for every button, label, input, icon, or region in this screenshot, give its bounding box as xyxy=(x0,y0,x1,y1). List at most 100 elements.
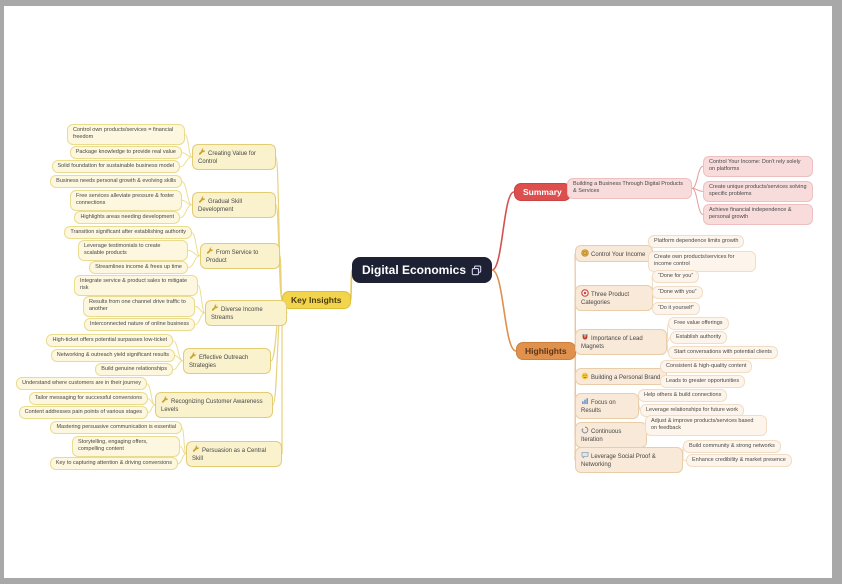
insight-leaf-node[interactable]: Leverage testimonials to create scalable… xyxy=(78,240,188,261)
insight-leaf-node[interactable]: Results from one channel drive traffic t… xyxy=(83,296,195,317)
money-icon xyxy=(581,249,589,257)
topic-label: Effective Outreach Strategies xyxy=(189,354,249,369)
insight-leaf-node[interactable]: Control own products/services = financia… xyxy=(67,124,185,145)
speech-bubble-icon xyxy=(581,451,589,459)
insight-leaf-node[interactable]: Storytelling, engaging offers, compellin… xyxy=(72,436,180,457)
highlight-topic-node[interactable]: Building a Personal Brand xyxy=(575,368,667,386)
highlight-topic-node[interactable]: Three Product Categories xyxy=(575,285,653,311)
topic-label: Focus on Results xyxy=(581,399,616,414)
window-border xyxy=(832,0,842,584)
leaf-label: “Do it yourself” xyxy=(658,305,694,311)
highlight-leaf-node[interactable]: Help others & build connections xyxy=(638,389,728,403)
insight-leaf-node[interactable]: Mastering persuasive communication is es… xyxy=(50,421,182,435)
insight-topic-node[interactable]: From Service to Product xyxy=(200,243,280,269)
insight-topic-node[interactable]: Diverse Income Streams xyxy=(205,300,287,326)
topic-label: Continuous Iteration xyxy=(581,428,622,443)
target-icon xyxy=(581,289,589,297)
insight-leaf-node[interactable]: Free services alleviate pressure & foste… xyxy=(70,190,182,211)
leaf-label: Solid foundation for sustainable busines… xyxy=(57,163,175,169)
insight-leaf-node[interactable]: High-ticket offers potential surpasses l… xyxy=(46,334,173,348)
summary-topic-node[interactable]: Building a Business Through Digital Prod… xyxy=(567,178,692,199)
insight-topic-node[interactable]: Effective Outreach Strategies xyxy=(183,348,271,374)
insight-leaf-node[interactable]: Integrate service & product sales to mit… xyxy=(74,275,198,296)
highlight-leaf-node[interactable]: Start conversations with potential clien… xyxy=(668,346,778,360)
insight-topic-node[interactable]: Creating Value for Control xyxy=(192,144,276,170)
topic-label: Three Product Categories xyxy=(581,291,630,306)
central-title: Digital Economics xyxy=(362,263,467,277)
highlight-leaf-node[interactable]: Create own products/services for income … xyxy=(648,251,756,272)
topic-label: Gradual Skill Development xyxy=(198,198,243,213)
window-border xyxy=(0,0,842,6)
leaf-label: Key to capturing attention & driving con… xyxy=(55,460,172,466)
insight-leaf-node[interactable]: Package knowledge to provide real value xyxy=(69,146,182,160)
highlight-topic-node[interactable]: Focus on Results xyxy=(575,393,639,419)
leaf-label: Build genuine relationships xyxy=(101,366,167,372)
highlight-leaf-node[interactable]: Establish authority xyxy=(670,331,727,345)
window-border xyxy=(0,0,4,584)
leaf-label: Highlights areas needing development xyxy=(80,214,174,220)
highlight-leaf-node[interactable]: Consistent & high-quality content xyxy=(660,360,753,374)
insight-leaf-node[interactable]: Transition significant after establishin… xyxy=(64,226,192,240)
summary-leaf-node[interactable]: Achieve financial independence & persona… xyxy=(703,204,813,225)
summary-leaf-node[interactable]: Control Your Income: Don't rely solely o… xyxy=(703,156,813,177)
highlights-branch-node[interactable]: Highlights xyxy=(516,342,576,360)
branch-label: Key Insights xyxy=(291,295,342,305)
summary-leaf-node[interactable]: Create unique products/services solving … xyxy=(703,181,813,202)
leaf-label: Create own products/services for income … xyxy=(654,254,735,268)
copy-icon[interactable] xyxy=(471,265,482,276)
insight-leaf-node[interactable]: Networking & outreach yield significant … xyxy=(50,349,175,363)
wrench-icon xyxy=(198,196,206,204)
leaf-label: Enhance credibility & market presence xyxy=(692,457,786,463)
topic-label: Importance of Lead Magnets xyxy=(581,335,643,350)
highlight-topic-node[interactable]: Importance of Lead Magnets xyxy=(575,329,667,355)
wrench-icon xyxy=(211,304,219,312)
summary-branch-node[interactable]: Summary xyxy=(514,183,571,201)
insight-leaf-node[interactable]: Build genuine relationships xyxy=(95,363,173,377)
wrench-icon xyxy=(189,352,197,360)
highlight-topic-node[interactable]: Continuous Iteration xyxy=(575,422,647,448)
highlight-leaf-node[interactable]: Enhance credibility & market presence xyxy=(686,454,792,468)
insight-leaf-node[interactable]: Highlights areas needing development xyxy=(74,211,180,225)
wrench-icon xyxy=(161,396,169,404)
highlight-leaf-node[interactable]: “Done with you” xyxy=(652,286,703,300)
leaf-label: Integrate service & product sales to mit… xyxy=(80,278,187,292)
insight-leaf-node[interactable]: Solid foundation for sustainable busines… xyxy=(51,160,180,174)
leaf-label: Consistent & high-quality content xyxy=(666,363,747,369)
highlight-topic-node[interactable]: Control Your Income xyxy=(575,245,653,263)
highlight-leaf-node[interactable]: “Do it yourself” xyxy=(652,302,700,316)
highlight-topic-node[interactable]: Leverage Social Proof & Networking xyxy=(575,447,683,473)
leaf-label: Networking & outreach yield significant … xyxy=(56,352,169,358)
highlight-leaf-node[interactable]: “Done for you” xyxy=(652,270,700,284)
bar-chart-icon xyxy=(581,397,589,405)
insight-leaf-node[interactable]: Tailor messaging for successful conversi… xyxy=(28,392,148,406)
insight-leaf-node[interactable]: Streamlines income & frees up time xyxy=(89,261,188,275)
leaf-label: Start conversations with potential clien… xyxy=(674,349,772,355)
topic-label: From Service to Product xyxy=(206,249,259,264)
highlight-leaf-node[interactable]: Build community & strong networks xyxy=(683,440,781,454)
topic-label: Diverse Income Streams xyxy=(211,306,263,321)
highlight-leaf-node[interactable]: Leads to greater opportunities xyxy=(660,375,746,389)
leaf-label: Storytelling, engaging offers, compellin… xyxy=(78,439,148,453)
leaf-label: Leverage relationships for future work xyxy=(646,407,739,413)
leaf-label: Control own products/services = financia… xyxy=(73,127,174,141)
key-insights-branch-node[interactable]: Key Insights xyxy=(282,291,351,309)
highlight-leaf-node[interactable]: Adjust & improve products/services based… xyxy=(645,415,767,436)
window-border xyxy=(0,578,842,584)
insight-leaf-node[interactable]: Content addresses pain points of various… xyxy=(18,406,148,420)
leaf-label: Platform dependence limits growth xyxy=(654,238,739,244)
highlight-leaf-node[interactable]: Free value offerings xyxy=(668,317,729,331)
insight-topic-node[interactable]: Persuasion as a Central Skill xyxy=(186,441,282,467)
insight-leaf-node[interactable]: Key to capturing attention & driving con… xyxy=(49,457,178,471)
insight-topic-node[interactable]: Recognizing Customer Awareness Levels xyxy=(155,392,273,418)
insight-leaf-node[interactable]: Interconnected nature of online business xyxy=(83,318,195,332)
leaf-label: Achieve financial independence & persona… xyxy=(709,207,792,221)
insight-leaf-node[interactable]: Business needs personal growth & evolvin… xyxy=(50,175,182,189)
leaf-label: Interconnected nature of online business xyxy=(89,321,189,327)
leaf-label: “Done for you” xyxy=(658,273,694,279)
highlight-leaf-node[interactable]: Platform dependence limits growth xyxy=(648,235,745,249)
leaf-label: Build community & strong networks xyxy=(689,443,775,449)
insight-topic-node[interactable]: Gradual Skill Development xyxy=(192,192,276,218)
central-node[interactable]: Digital Economics xyxy=(352,257,493,283)
insight-leaf-node[interactable]: Understand where customers are in their … xyxy=(16,377,147,391)
